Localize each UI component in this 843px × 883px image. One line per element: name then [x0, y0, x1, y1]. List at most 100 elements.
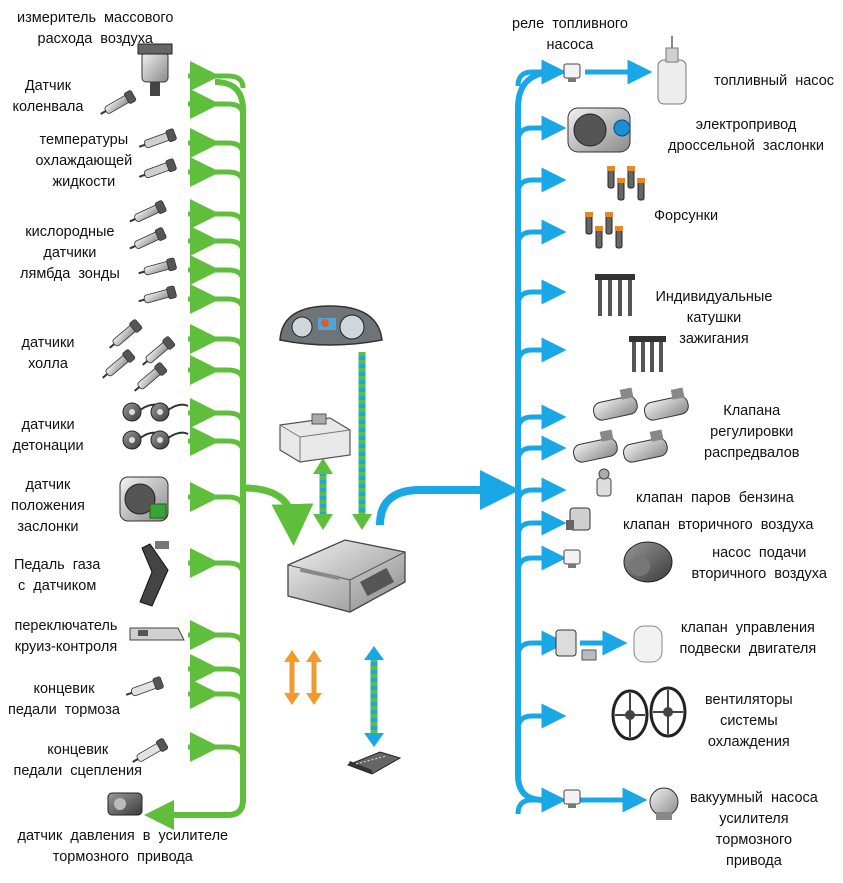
output-branch: [515, 545, 567, 573]
input-branch: [215, 101, 246, 117]
input-label-6: датчики детонации: [13, 415, 84, 457]
label-line: кислородные: [25, 224, 115, 240]
throttle-position-sensor-icon: [119, 476, 169, 522]
label-line: привода: [726, 853, 782, 869]
brake-pedal-switch-icon: [125, 676, 164, 697]
oxygen-sensor-icon: [129, 227, 167, 250]
input-branch: [215, 494, 246, 510]
injector-icon: [605, 212, 613, 235]
camshaft-valve-icon: [643, 387, 689, 421]
label-line: Клапана: [723, 403, 781, 419]
ignition-coil-icon: [595, 274, 639, 372]
cooling-fan-icon: [611, 689, 649, 741]
secondary-air-pump-icon-relay: [563, 549, 581, 568]
label-line: датчики: [21, 417, 75, 433]
camshaft-valve-icon: [592, 387, 638, 421]
label-line: измеритель массового: [17, 10, 174, 26]
label-line: лямбда зонды: [20, 266, 120, 282]
output-label-9: насос подачи вторичного воздуха: [692, 543, 827, 585]
input-branch: [215, 632, 246, 648]
ecu-icon: [287, 539, 406, 613]
label-line: катушки: [686, 310, 742, 326]
output-component-icons: [555, 36, 689, 820]
input-branch: [215, 296, 246, 312]
label-line: насос подачи: [712, 545, 807, 561]
fuel-vapor-valve-icon: [596, 468, 612, 497]
secondary-air-pump-icon: [623, 541, 673, 583]
injector-icon: [617, 178, 625, 201]
hall-sensor-icon: [102, 349, 136, 379]
input-branch: [215, 410, 246, 426]
comfort-module-icon: [279, 413, 351, 463]
label-line: реле топливного: [512, 16, 628, 32]
label-line: Форсунки: [654, 208, 719, 224]
camshaft-valve-icon: [622, 429, 668, 463]
output-branch: [515, 435, 567, 463]
input-branch: [215, 367, 246, 383]
label-line: тормозного привода: [52, 849, 193, 865]
output-branch: [515, 477, 567, 505]
output-branch: [515, 59, 567, 87]
obd-connector-icon: [346, 751, 402, 775]
input-label-10: концевик педали тормоза: [8, 679, 120, 721]
input-branch: [215, 438, 246, 454]
input-branch: [215, 211, 246, 227]
label-line: Педаль газа: [14, 557, 101, 573]
input-branch: [215, 666, 246, 682]
output-branch: [515, 115, 567, 143]
input-branches: [144, 61, 246, 830]
output-branch: [515, 167, 567, 195]
vacuum-pump-icon: [649, 787, 679, 820]
output-branch: [515, 404, 567, 432]
label-line: вторичного воздуха: [691, 566, 827, 582]
output-branch: [515, 787, 567, 815]
output-branches: [515, 59, 653, 815]
clutch-pedal-switch-icon: [132, 738, 169, 763]
vacuum-pump-icon-relay: [563, 789, 581, 808]
label-line: температуры: [39, 132, 129, 148]
output-label-2: топливный насос: [714, 71, 834, 92]
label-line: заслонки: [17, 519, 79, 535]
oxygen-sensor-icon: [138, 285, 177, 304]
gas-pedal-icon: [139, 541, 169, 607]
cluster-to-ecu-link: [352, 352, 372, 530]
injector-icon: [595, 226, 603, 249]
label-line: распредвалов: [704, 445, 800, 461]
input-branch: [215, 238, 246, 254]
label-line: клапан управления: [680, 620, 815, 636]
comfort-module-to-ecu-link: [313, 458, 333, 530]
engine-mount-valve-icon-valve: [555, 629, 597, 661]
fuel-pump-icon: [657, 36, 687, 105]
output-branch: [515, 219, 567, 247]
input-branch: [215, 73, 246, 89]
cooling-fan-icon: [649, 686, 687, 738]
label-line: концевик: [33, 681, 95, 697]
input-branch: [215, 169, 246, 185]
injector-icon: [585, 212, 593, 235]
output-label-8: клапан вторичного воздуха: [623, 515, 813, 536]
label-line: детонации: [12, 438, 84, 454]
hall-sensor-icon: [134, 362, 168, 392]
label-line: Индивидуальные: [655, 289, 773, 305]
label-line: педали тормоза: [8, 702, 120, 718]
output-branch: [515, 703, 567, 731]
label-line: датчик давления в усилителе: [17, 828, 229, 844]
label-line: концевик: [47, 742, 109, 758]
hall-sensor-icon: [109, 319, 143, 349]
label-line: охлаждающей: [35, 153, 133, 169]
injector-icon: [607, 166, 615, 189]
label-line: Датчик: [24, 78, 72, 94]
label-line: охлаждения: [707, 734, 790, 750]
